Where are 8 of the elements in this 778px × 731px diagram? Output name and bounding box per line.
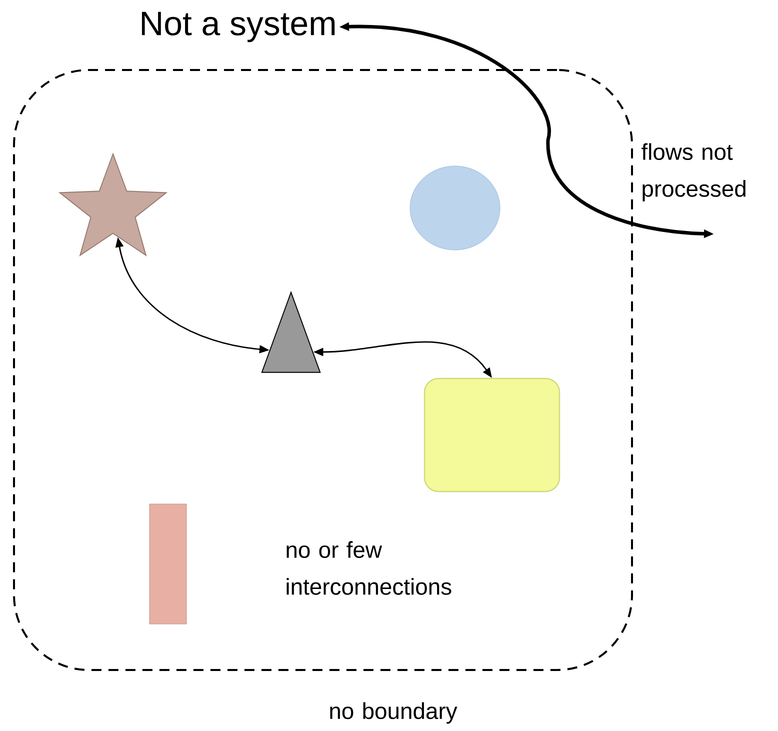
- annotation-text: no boundary: [330, 702, 458, 724]
- title-text: Not a system: [142, 12, 335, 42]
- rectangle-bar: [149, 504, 187, 624]
- rounded-box: [424, 378, 560, 492]
- dashed-boundary-box: [13, 69, 633, 671]
- circle-shape: [410, 166, 500, 250]
- annotation-text: no or few interconnections: [286, 541, 452, 595]
- annotation-text: flows not processed: [642, 143, 746, 202]
